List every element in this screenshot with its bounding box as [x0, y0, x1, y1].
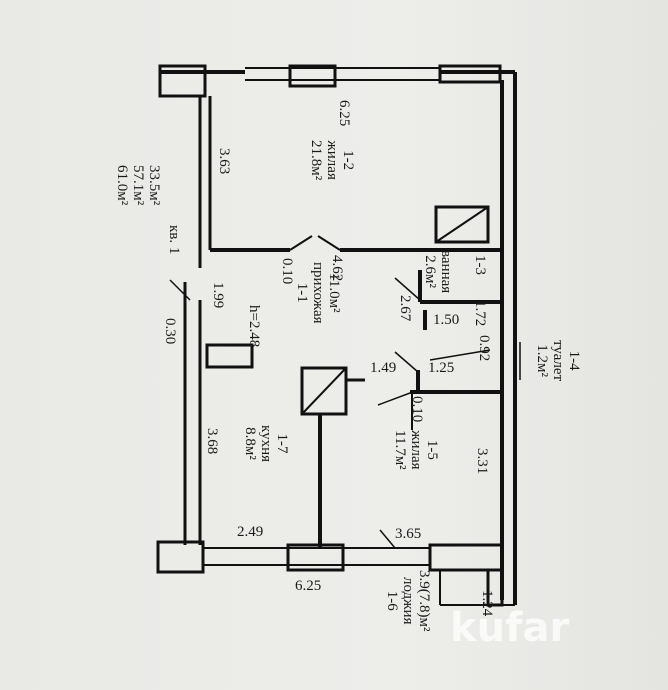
dim-kitchen-len: 3.68: [204, 428, 220, 455]
wall-niche: [205, 343, 254, 369]
dim-left-upper: 3.63: [216, 148, 232, 175]
window-mullion: [288, 64, 337, 88]
dim-room5: 3.31: [474, 448, 490, 475]
door-1-2: [289, 235, 341, 251]
bottom-mullion: [286, 543, 345, 572]
dim-030: 0.30: [162, 318, 178, 345]
dim-bath-len: 2.67: [397, 295, 413, 322]
watermark-logo: kufar: [450, 605, 570, 651]
dim-125: 1.25: [428, 360, 455, 376]
apartment-label: кв. 1: [166, 225, 182, 255]
wc-wall: [410, 370, 502, 394]
room-area: 21.8м²: [308, 140, 324, 181]
left-lower-wall: [183, 282, 202, 545]
left-upper-wall: [198, 96, 212, 268]
vent-shaft: [300, 366, 348, 416]
left-wall-stub: [158, 64, 207, 98]
dim-010-a: 0.10: [279, 258, 295, 285]
dim-hall: 1.99: [210, 282, 226, 309]
vent-shaft-top: [434, 205, 490, 244]
dim-bath-w: 1.50: [433, 312, 460, 328]
top-right-corner: [438, 64, 502, 84]
room-id: 1-2: [340, 150, 356, 171]
dim-top: 6.25: [336, 100, 352, 127]
dim-kitchen-w: 2.49: [237, 524, 264, 540]
room-name: жилая: [324, 140, 340, 180]
bottom-window: [203, 547, 430, 566]
dim-092: 0.92: [476, 335, 492, 362]
dim-149: 1.49: [370, 360, 397, 376]
right-wall: [500, 72, 517, 605]
bottom-right-wall: [428, 543, 504, 572]
bottom-left-stub: [156, 540, 205, 574]
room-1-3-id: 1-3: [472, 255, 488, 275]
ceiling-height: h=2.48: [246, 305, 262, 348]
dim-bottom: 6.25: [295, 578, 322, 594]
bath-wall: [418, 270, 502, 330]
dim-010-b: 0.10: [409, 396, 425, 423]
dim-172: 1.72: [472, 300, 488, 327]
dim-room5-w: 3.65: [395, 526, 422, 542]
loggia-edge: [439, 570, 515, 606]
top-window: [245, 67, 440, 81]
